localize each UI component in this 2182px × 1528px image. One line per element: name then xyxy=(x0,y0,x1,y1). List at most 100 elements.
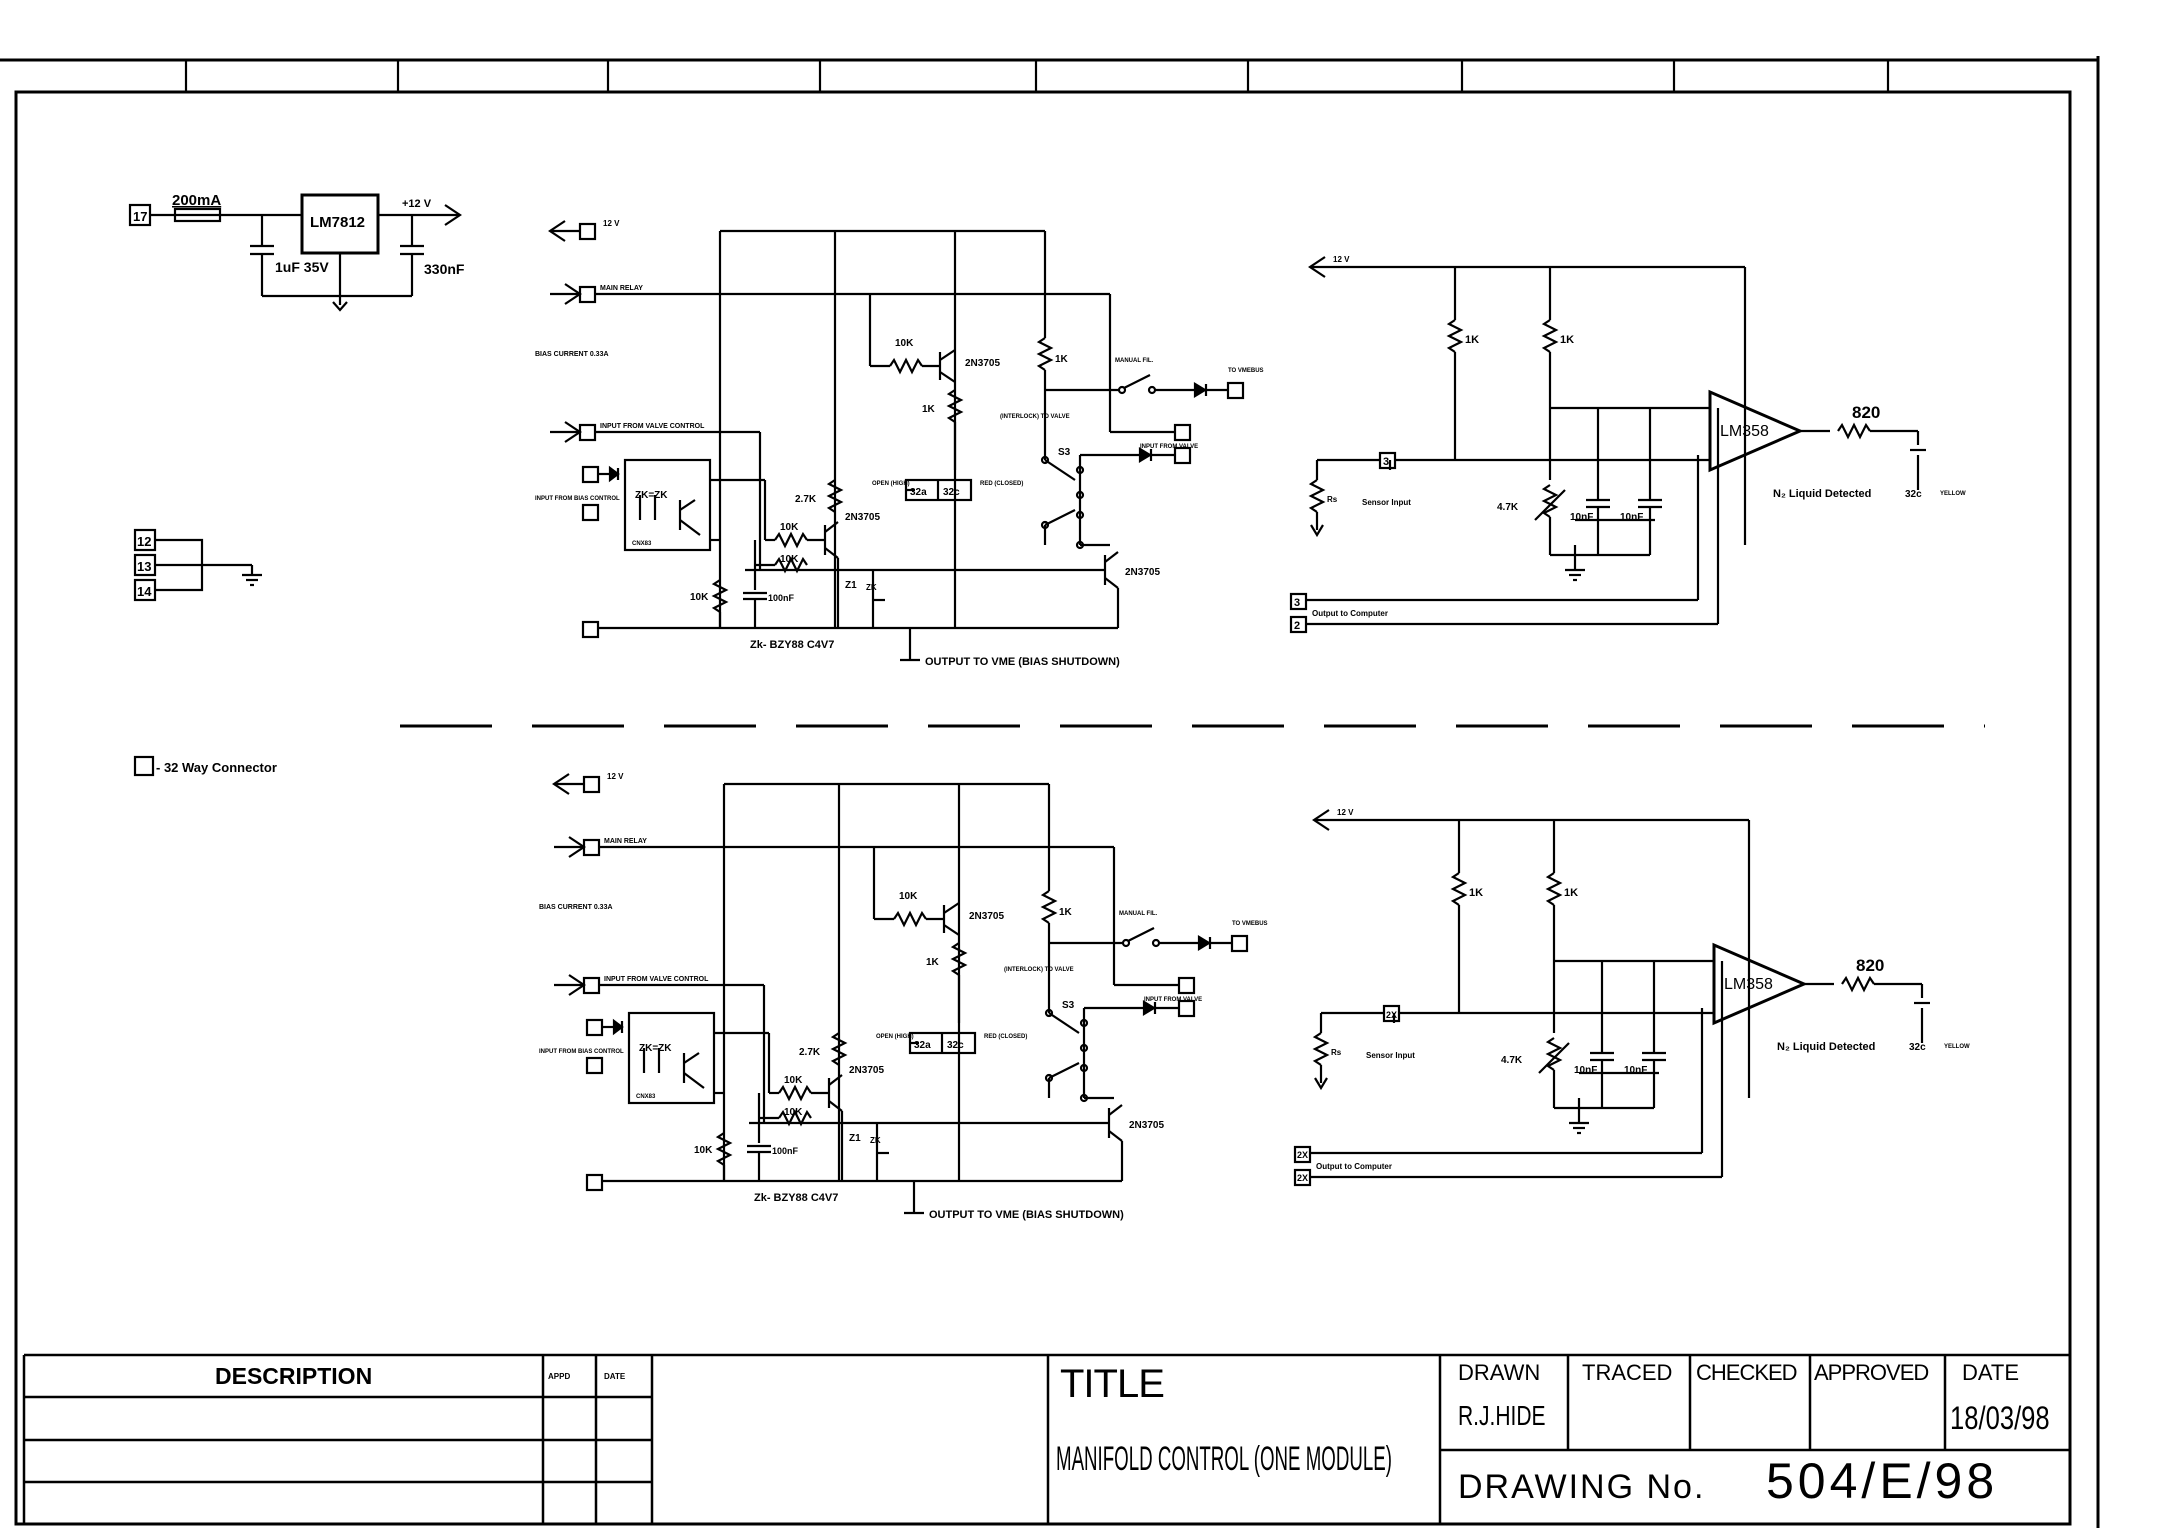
to-vmebus-label-b: TO VMEBUS xyxy=(1232,921,1268,927)
detected-pin-label: 32c xyxy=(1905,489,1922,500)
q2-label: 2N3705 xyxy=(845,512,880,523)
drawing-date: 18/03/98 xyxy=(1950,1400,2075,1437)
q2-label-b: 2N3705 xyxy=(849,1065,884,1076)
r1k-mid-label-b: 1K xyxy=(926,957,940,968)
closed-label-b: RED (CLOSED) xyxy=(984,1034,1027,1040)
interlock-label: (INTERLOCK) TO VALVE xyxy=(1000,414,1070,420)
valve-input-label: INPUT FROM VALVE CONTROL xyxy=(600,423,705,430)
module-supply-label: 12 V xyxy=(603,219,620,228)
cap2-label-b: 10nF xyxy=(1624,1065,1647,1076)
sensor-output-label: Output to Computer xyxy=(1312,609,1388,618)
z1-label: Z1 xyxy=(845,580,857,591)
q3-label: 2N3705 xyxy=(1125,567,1160,578)
appd-header: APPD xyxy=(548,1372,571,1381)
power-supply-circuit xyxy=(128,193,462,312)
cap1-label: 10nF xyxy=(1570,512,1593,523)
drawn-label: DRAWN xyxy=(1458,1360,1541,1385)
led-pin-b-b: 32c xyxy=(947,1040,964,1051)
closed-label: RED (CLOSED) xyxy=(980,481,1023,487)
cap-out-label: 330nF xyxy=(424,261,465,277)
supply-output-label: +12 V xyxy=(402,198,432,210)
title-label: TITLE xyxy=(1060,1362,1165,1406)
drawn-by-text: R.J.HIDE xyxy=(1458,1400,1546,1431)
q3-label-b: 2N3705 xyxy=(1129,1120,1164,1131)
r27k-label-b: 2.7K xyxy=(799,1047,821,1058)
r10k-b-label: 10K xyxy=(780,554,799,565)
r10k-a-label-b: 10K xyxy=(784,1075,803,1086)
module-supply-label-b: 12 V xyxy=(607,772,624,781)
r820-label-b: 820 xyxy=(1856,956,1884,975)
sensor-pin-out2: 2 xyxy=(1294,620,1300,632)
sensor-input-label: Sensor Input xyxy=(1362,498,1411,507)
pot-label: 4.7K xyxy=(1497,502,1519,513)
sensor-pin-out1-b: 2X xyxy=(1297,1150,1308,1160)
zener-note-b: Zk- BZY88 C4V7 xyxy=(754,1192,838,1204)
drawing-number: 504/E/98 xyxy=(1766,1453,1999,1509)
cap-in-label: 1uF 35V xyxy=(275,259,329,275)
rs-label: Rs xyxy=(1327,495,1338,504)
manual-fil-label: MANUAL FIL. xyxy=(1115,358,1154,364)
title-block-grid xyxy=(22,1353,2070,1524)
cap100-label-b: 100nF xyxy=(772,1146,799,1156)
sensor-r2-label: 1K xyxy=(1560,334,1574,346)
led-pin-b: 32c xyxy=(943,487,960,498)
sensor-r1-label-b: 1K xyxy=(1469,887,1483,899)
drawing-date-text: 18/03/98 xyxy=(1950,1400,2050,1436)
drawing-no-label: DRAWING No. xyxy=(1458,1468,1706,1506)
sensor-circuit-top xyxy=(1289,256,1926,634)
regulator-label: LM7812 xyxy=(310,214,365,231)
opto-label-b: ZK=ZK xyxy=(639,1043,672,1054)
r10k-c-label-b: 10K xyxy=(694,1145,713,1156)
fuse-label: 200mA xyxy=(172,192,221,209)
opamp-label: LM358 xyxy=(1720,423,1769,440)
sensor-r1-label: 1K xyxy=(1465,334,1479,346)
relay-input-label-b: MAIN RELAY xyxy=(604,838,647,845)
r10k-top-label-b: 10K xyxy=(899,891,918,902)
r1k-right-label: 1K xyxy=(1055,354,1069,365)
zk-label-b: ZK xyxy=(870,1136,881,1145)
led-color-label-b: YELLOW xyxy=(1944,1044,1970,1050)
connector-legend: - 32 Way Connector xyxy=(156,760,277,775)
drawing-frame xyxy=(0,56,2100,1528)
bias-input-label: INPUT FROM BIAS CONTROL xyxy=(535,496,620,502)
r27k-label: 2.7K xyxy=(795,494,817,505)
led-color-label: YELLOW xyxy=(1940,491,1966,497)
pot-label-b: 4.7K xyxy=(1501,1055,1523,1066)
ground-connector-13: 13 xyxy=(137,559,151,574)
bias-input-label-b: INPUT FROM BIAS CONTROL xyxy=(539,1049,624,1055)
description-header: DESCRIPTION xyxy=(215,1363,373,1389)
led-pin-a: 32a xyxy=(910,487,927,498)
approved-label: APPROVED xyxy=(1814,1360,1929,1385)
connector-legend-box xyxy=(133,755,155,777)
q1-label-b: 2N3705 xyxy=(969,911,1004,922)
cap1-label-b: 10nF xyxy=(1574,1065,1597,1076)
control-module-bottom xyxy=(554,774,1247,1213)
manual-fil-label-b: MANUAL FIL. xyxy=(1119,911,1158,917)
s3-label: S3 xyxy=(1058,447,1071,458)
r10k-c-label: 10K xyxy=(690,592,709,603)
opto-part-label-b: CNX83 xyxy=(636,1094,656,1100)
sensor-output-label-b: Output to Computer xyxy=(1316,1162,1392,1171)
drawing-title-text: MANIFOLD CONTROL (ONE MODULE) xyxy=(1056,1440,1392,1478)
z1-label-b: Z1 xyxy=(849,1133,861,1144)
n2-detected-label-b: N₂ Liquid Detected xyxy=(1777,1041,1875,1053)
date-label: DATE xyxy=(1962,1360,2020,1385)
zener-note: Zk- BZY88 C4V7 xyxy=(750,639,834,651)
sensor-supply-label-b: 12 V xyxy=(1337,808,1354,817)
date-header-small: DATE xyxy=(604,1372,626,1381)
r1k-right-label-b: 1K xyxy=(1059,907,1073,918)
to-vmebus-label: TO VMEBUS xyxy=(1228,368,1264,374)
rs-label-b: Rs xyxy=(1331,1048,1342,1057)
sensor-pin-input-b: 2X xyxy=(1386,1010,1397,1020)
opto-part-label: CNX83 xyxy=(632,541,652,547)
traced-label: TRACED xyxy=(1582,1360,1673,1385)
sensor-input-label-b: Sensor Input xyxy=(1366,1051,1415,1060)
input-valve-label-b: INPUT FROM VALVE xyxy=(1144,997,1202,1003)
output-vme-note-b: OUTPUT TO VME (BIAS SHUTDOWN) xyxy=(929,1209,1124,1221)
ground-connector-12: 12 xyxy=(137,534,151,549)
zk-label: ZK xyxy=(866,583,877,592)
sensor-pin-out2-b: 2X xyxy=(1297,1173,1308,1183)
output-vme-note: OUTPUT TO VME (BIAS SHUTDOWN) xyxy=(925,656,1120,668)
valve-input-label-b: INPUT FROM VALVE CONTROL xyxy=(604,976,709,983)
